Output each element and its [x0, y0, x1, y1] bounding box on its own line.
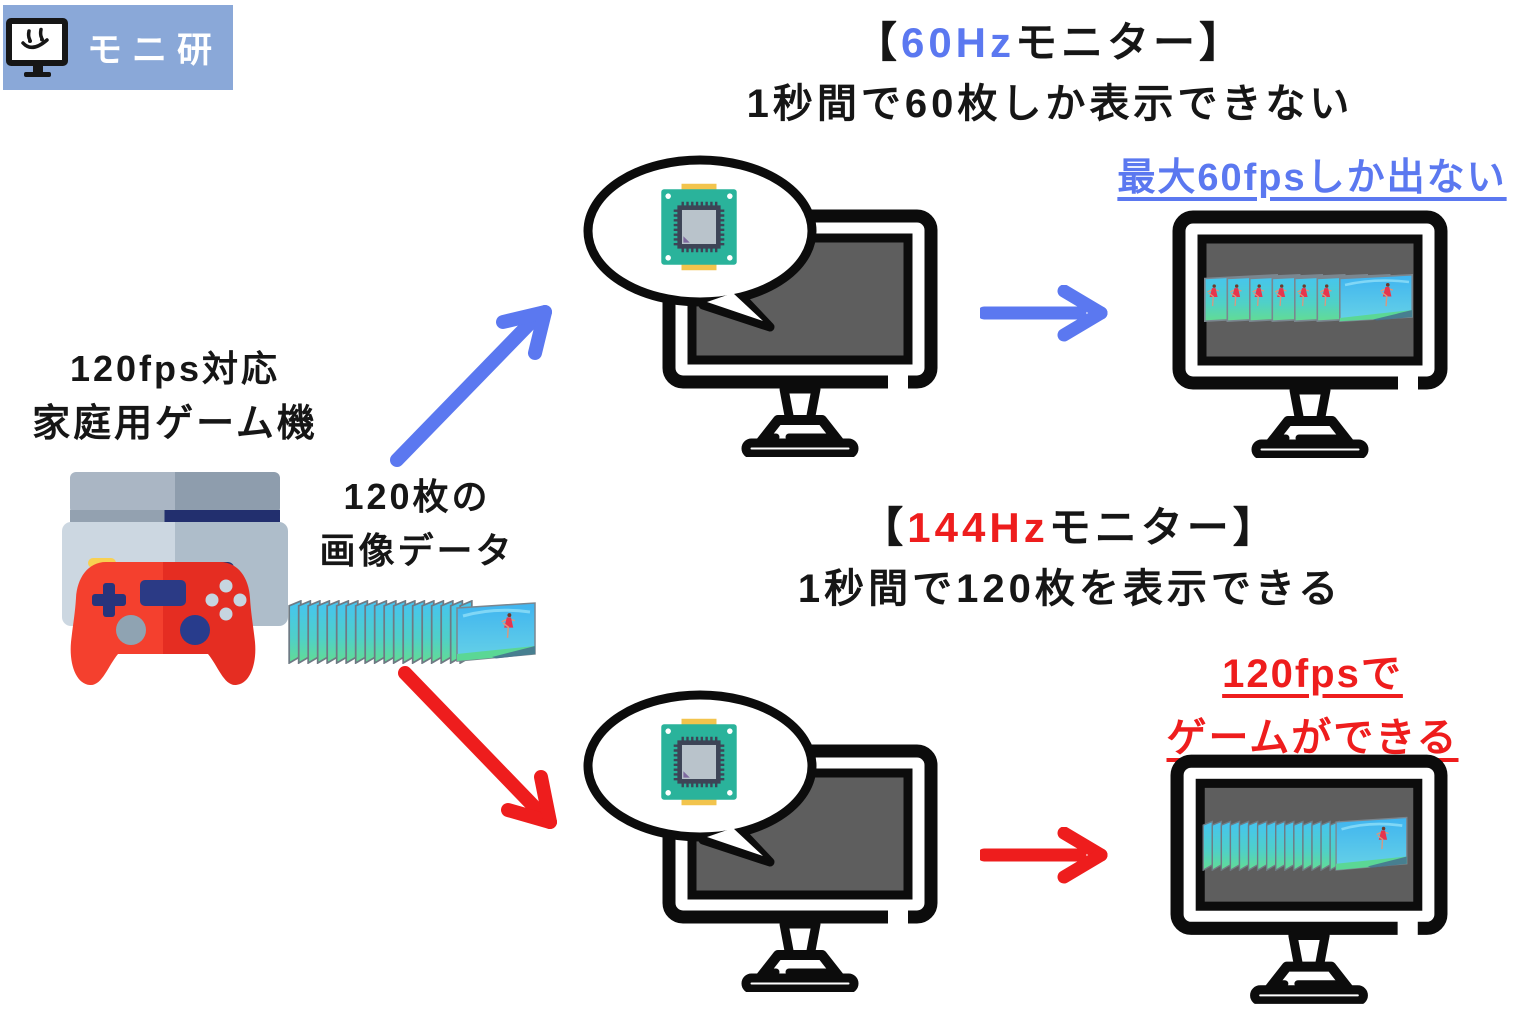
site-logo: モニ研 [3, 5, 233, 90]
heading-60hz-subtitle: 1秒間で60枚しか表示できない [746, 82, 1354, 127]
heading-144hz-title: 【144Hzモニター】 [660, 503, 1480, 553]
heading-60hz: 【60Hzモニター】 1秒間で60枚しか表示できない [640, 18, 1460, 128]
image-data-caption-line1: 120枚の [343, 476, 491, 517]
frames-120fps [1202, 817, 1407, 870]
console-caption: 120fps対応 家庭用ゲーム機 [25, 342, 325, 453]
note-120fps-line2: ゲームができる [1166, 716, 1459, 760]
monitor-icon [1177, 761, 1441, 1001]
monitor-icon [1179, 217, 1441, 455]
monitor-60fps-output [1170, 208, 1450, 458]
title-close: モニター】 [1048, 504, 1279, 551]
note-60fps-limit: 最大60fpsしか出ない [1117, 157, 1507, 199]
speech-bubble-icon [583, 690, 817, 867]
monitor-smiley-icon [6, 17, 68, 77]
speech-bubble-icon [583, 155, 817, 332]
heading-144hz-subtitle: 1秒間で120枚を表示できる [797, 567, 1343, 612]
monitor-144hz-processing [583, 690, 960, 1000]
image-data-caption: 120枚の 画像データ [312, 470, 522, 578]
gamepad-icon [70, 562, 256, 686]
note-120fps-gaming: 120fpsで ゲームができる [1140, 642, 1485, 770]
monitor-60hz-processing [583, 155, 960, 465]
console-caption-line2: 家庭用ゲーム機 [32, 403, 318, 445]
title-rate-144hz: 144Hz [907, 504, 1049, 551]
cpu-chip-icon [661, 719, 736, 805]
note-120fps-line1: 120fpsで [1222, 652, 1403, 696]
console-caption-line1: 120fps対応 [69, 348, 281, 389]
monitor-120fps-output [1168, 752, 1450, 1004]
title-rate-60hz: 60Hz [900, 19, 1016, 66]
arrow-right-red-icon [980, 827, 1108, 884]
arrow-right-blue-icon [980, 285, 1108, 342]
frames-60fps [1205, 275, 1412, 321]
arrow-up-right-icon [390, 305, 552, 467]
heading-60hz-title: 【60Hzモニター】 [640, 18, 1460, 68]
image-data-caption-line2: 画像データ [319, 530, 515, 571]
heading-144hz: 【144Hzモニター】 1秒間で120枚を表示できる [660, 503, 1480, 613]
arrow-down-right-icon [398, 666, 557, 829]
title-close: モニター】 [1015, 19, 1246, 66]
title-open-bracket: 【 [861, 504, 908, 551]
title-open-bracket: 【 [854, 19, 901, 66]
cpu-chip-icon [661, 184, 736, 270]
game-console-icon [62, 472, 288, 686]
logo-text: モニ研 [87, 31, 223, 70]
image-frames-stack-icon [288, 600, 538, 664]
